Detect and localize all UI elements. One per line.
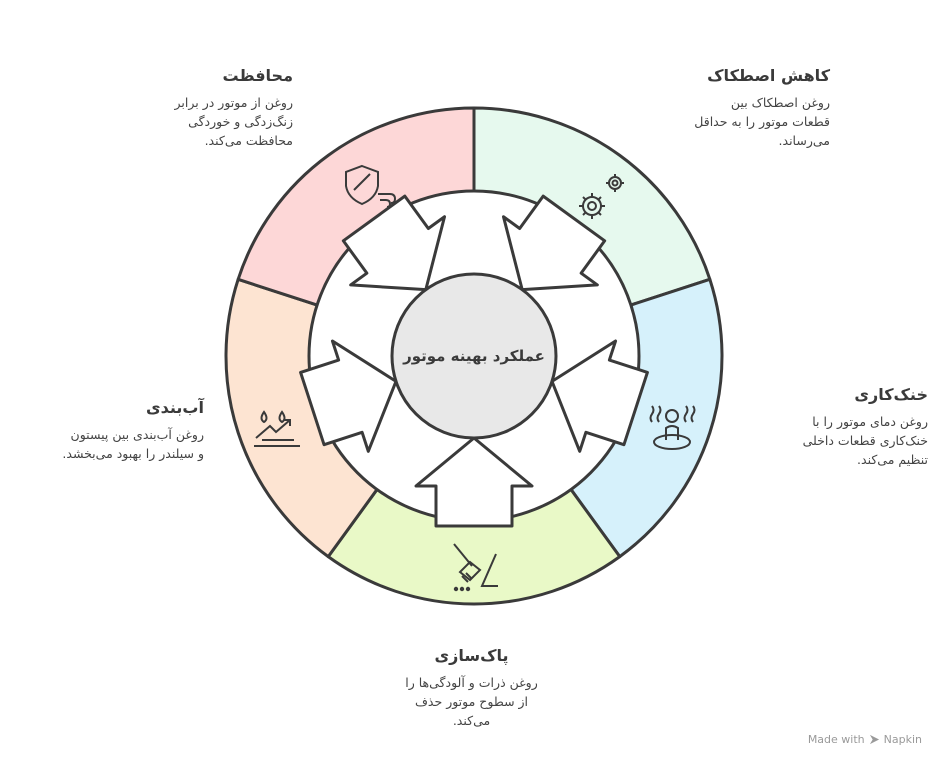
protection-desc-line: زنگ‌زدگی و خوردگی xyxy=(188,114,293,129)
arrow-cleaning xyxy=(414,436,534,528)
friction-desc: روغن اصطکاک بین قطعات موتور را به حداقل … xyxy=(655,93,830,150)
arrow-cooling xyxy=(550,339,649,453)
protection-title: محافظت xyxy=(222,66,293,85)
cooling-title: خنک‌کاری xyxy=(854,385,928,404)
cleaning-desc: روغن ذرات و آلودگی‌ها را از سطوح موتور ح… xyxy=(394,673,549,730)
napkin-brand: Napkin xyxy=(883,733,922,746)
arrow-protection xyxy=(341,194,447,292)
cleaning-desc-line: می‌کند. xyxy=(452,713,491,728)
sealing-desc-line: و سیلندر را بهبود می‌بخشد. xyxy=(62,446,204,461)
protection-desc-line: محافظت می‌کند. xyxy=(204,133,293,148)
cleaning-desc-line: روغن ذرات و آلودگی‌ها را xyxy=(405,675,538,690)
sealing-desc: روغن آب‌بندی بین پیستون و سیلندر را بهبو… xyxy=(52,425,204,463)
gears-icon xyxy=(579,174,624,219)
sealing-title: آب‌بندی xyxy=(145,398,204,417)
napkin-logo-icon xyxy=(869,734,879,745)
friction-desc-line: روغن اصطکاک بین xyxy=(730,95,830,110)
protection-desc-line: روغن از موتور در برابر xyxy=(174,95,293,110)
cooling-desc-line: خنک‌کاری قطعات داخلی xyxy=(802,433,928,448)
label-cooling: خنک‌کاری روغن دمای موتور را با خنک‌کاری … xyxy=(748,385,928,469)
cleaning-desc-line: از سطوح موتور حذف xyxy=(414,694,529,709)
cooling-desc: روغن دمای موتور را با خنک‌کاری قطعات داخ… xyxy=(748,412,928,469)
made-with-label: Made with xyxy=(807,733,865,746)
label-sealing: آب‌بندی روغن آب‌بندی بین پیستون و سیلندر… xyxy=(52,398,204,463)
arrow-sealing xyxy=(299,339,398,453)
label-protection: محافظت روغن از موتور در برابر زنگ‌زدگی و… xyxy=(148,66,293,150)
friction-title: کاهش اصطکاک xyxy=(707,66,830,85)
made-with-napkin[interactable]: Made with Napkin xyxy=(808,733,922,746)
friction-desc-line: می‌رساند. xyxy=(778,133,830,148)
shield-wind-icon xyxy=(345,164,397,208)
sealing-desc-line: روغن آب‌بندی بین پیستون xyxy=(70,427,204,442)
label-friction: کاهش اصطکاک روغن اصطکاک بین قطعات موتور … xyxy=(655,66,830,150)
friction-desc-line: قطعات موتور را به حداقل xyxy=(694,114,830,129)
label-cleaning: پاک‌سازی روغن ذرات و آلودگی‌ها را از سطو… xyxy=(394,646,549,730)
center-title: عملکرد بهینه موتور xyxy=(402,347,545,365)
cooling-person-icon xyxy=(649,405,696,450)
cooling-desc-line: تنظیم می‌کند. xyxy=(857,452,928,467)
broom-icon xyxy=(453,543,498,592)
arrow-friction xyxy=(501,194,607,292)
water-drops-icon xyxy=(254,410,300,447)
cooling-desc-line: روغن دمای موتور را با xyxy=(812,414,928,429)
cleaning-title: پاک‌سازی xyxy=(434,646,509,665)
protection-desc: روغن از موتور در برابر زنگ‌زدگی و خوردگی… xyxy=(148,93,293,150)
center-circle xyxy=(390,272,558,440)
